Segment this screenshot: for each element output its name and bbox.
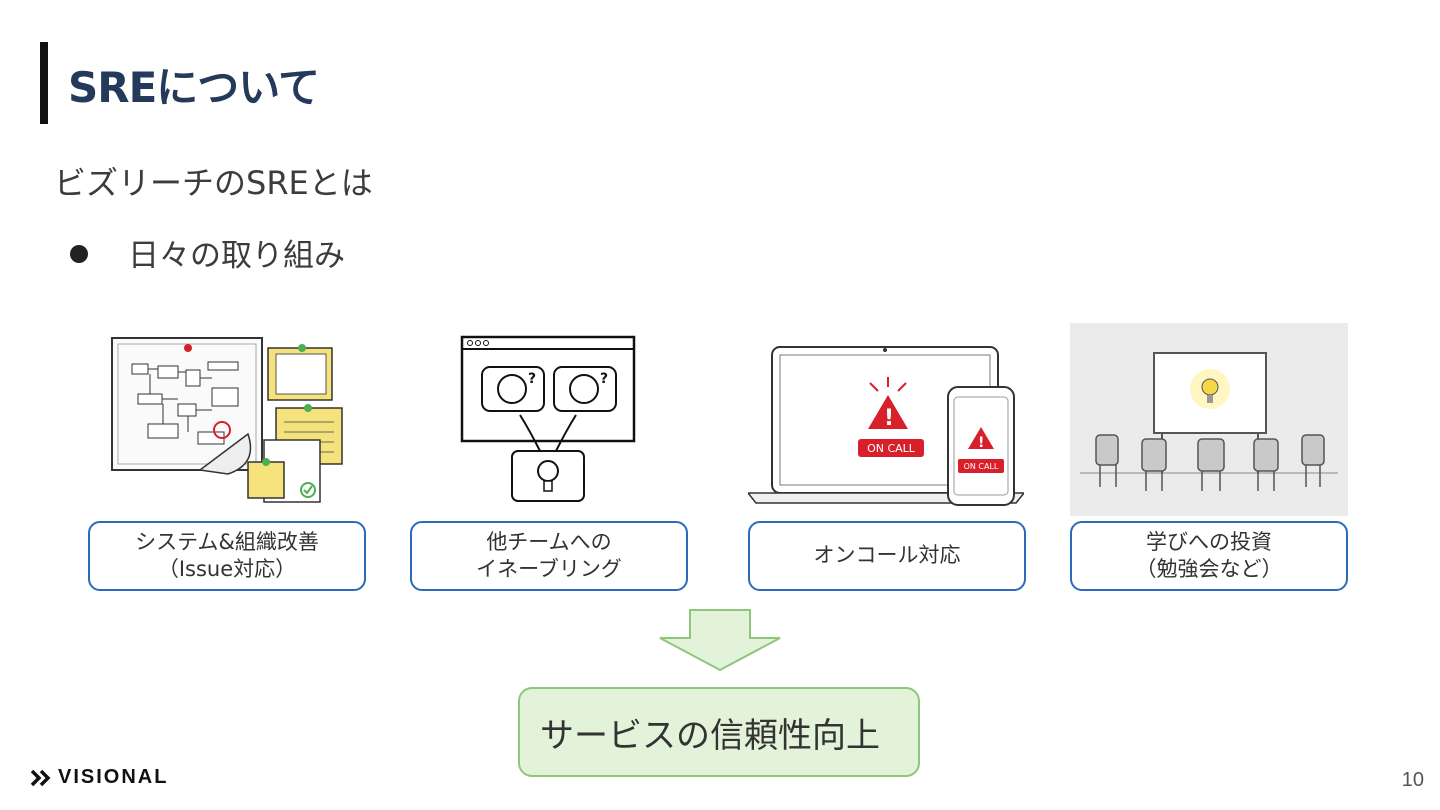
visional-logo: VISIONAL [30, 766, 168, 789]
result-box: サービスの信頼性向上 [518, 687, 920, 777]
down-arrow-icon [659, 609, 781, 672]
oncall-badge-large: ON CALL [867, 442, 916, 455]
enablement-icon: ? ? [460, 335, 636, 502]
study-session-icon [1070, 323, 1348, 516]
card-line2: （勉強会など） [1135, 557, 1283, 581]
card-line1: システム&組織改善 [135, 529, 319, 554]
card-learning: 学びへの投資 （勉強会など） [1070, 521, 1348, 591]
logo-text: VISIONAL [58, 766, 169, 788]
card-line1: 学びへの投資 [1146, 529, 1272, 554]
card-oncall: オンコール対応 [748, 521, 1026, 591]
title-accent-bar [40, 42, 48, 124]
oncall-badge-small: ON CALL [964, 462, 999, 471]
svg-text:!: ! [978, 435, 984, 451]
page-title: SREについて [68, 63, 320, 112]
oncall-devices-icon: ! ON CALL ! ON CALL [748, 346, 1024, 506]
card-system-improvement: システム&組織改善 （Issue対応） [88, 521, 366, 591]
bullet-text: 日々の取り組み [128, 238, 345, 274]
card-line1: 他チームへの [486, 529, 612, 554]
card-line2: （Issue対応） [157, 557, 297, 581]
subtitle: ビズリーチのSREとは [54, 164, 373, 202]
bullet-dot [70, 244, 88, 263]
card-enablement: 他チームへのイネーブリング [410, 521, 688, 591]
page-number: 10 [1401, 769, 1424, 791]
svg-text:!: ! [884, 406, 894, 431]
svg-text:?: ? [528, 371, 536, 387]
bullet-item: 日々の取り組み [70, 230, 345, 275]
visional-logo-icon [30, 769, 51, 786]
system-diagram-icon [111, 337, 343, 503]
svg-text:?: ? [600, 371, 608, 387]
card-line1: オンコール対応 [813, 543, 961, 568]
card-line2: イネーブリング [476, 557, 622, 581]
